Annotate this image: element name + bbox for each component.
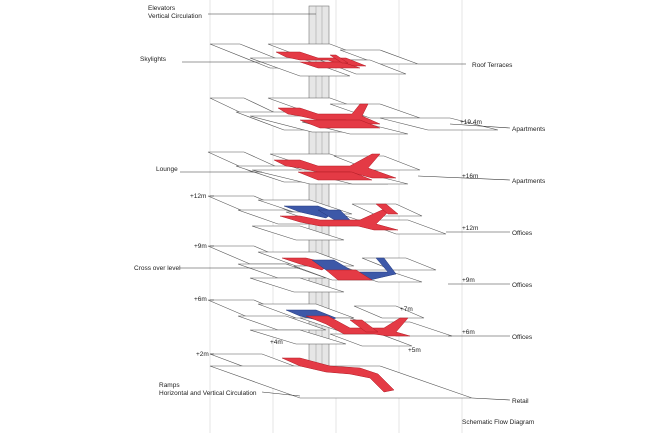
level-7-label: +7m [400,306,413,313]
level-12-left-label: +12m [190,193,206,200]
level-12-right-label: +12m [462,225,478,232]
level-6-left-label: +6m [194,296,207,303]
horizontal-vertical-circulation-label: Horizontal and Vertical Circulation [159,390,257,397]
offices-upper-level [207,195,447,241]
annotations: Elevators Vertical Circulation Skylights… [134,5,546,426]
elevators-label: Elevators [148,5,176,12]
lounge-label: Lounge [156,166,178,173]
apartments-lower-label: Apartments [512,178,546,185]
offices-mid-level [207,245,437,293]
schematic-flow-diagram-caption: Schematic Flow Diagram [462,419,534,426]
roof-terraces-level [209,43,419,77]
level-6-right-label: +6m [462,329,475,336]
ramps-label: Ramps [159,382,180,389]
roof-terraces-label: Roof Terraces [472,62,513,69]
offices-low-level [207,299,453,347]
vertical-circulation-label: Vertical Circulation [148,13,202,20]
level-16-label: +16m [462,173,478,180]
leader-lines [180,13,511,401]
level-2-label: +2m [196,351,209,358]
cross-over-level-label: Cross over level [134,265,181,272]
level-4-label: +4m [270,339,283,346]
offices-top-label: Offices [512,230,533,237]
level-19-4-label: +19.4m [460,119,482,126]
level-9-left-label: +9m [194,243,207,250]
apartments-upper-label: Apartments [512,126,546,133]
retail-level [209,353,473,399]
apartments-upper-level [209,97,499,135]
level-9-right-label: +9m [462,277,475,284]
skylights-label: Skylights [140,56,167,63]
apartments-lower-level [207,151,421,185]
offices-low-label: Offices [512,334,533,341]
level-5-label: +5m [408,347,421,354]
offices-mid-label: Offices [512,282,533,289]
retail-label: Retail [512,398,529,405]
